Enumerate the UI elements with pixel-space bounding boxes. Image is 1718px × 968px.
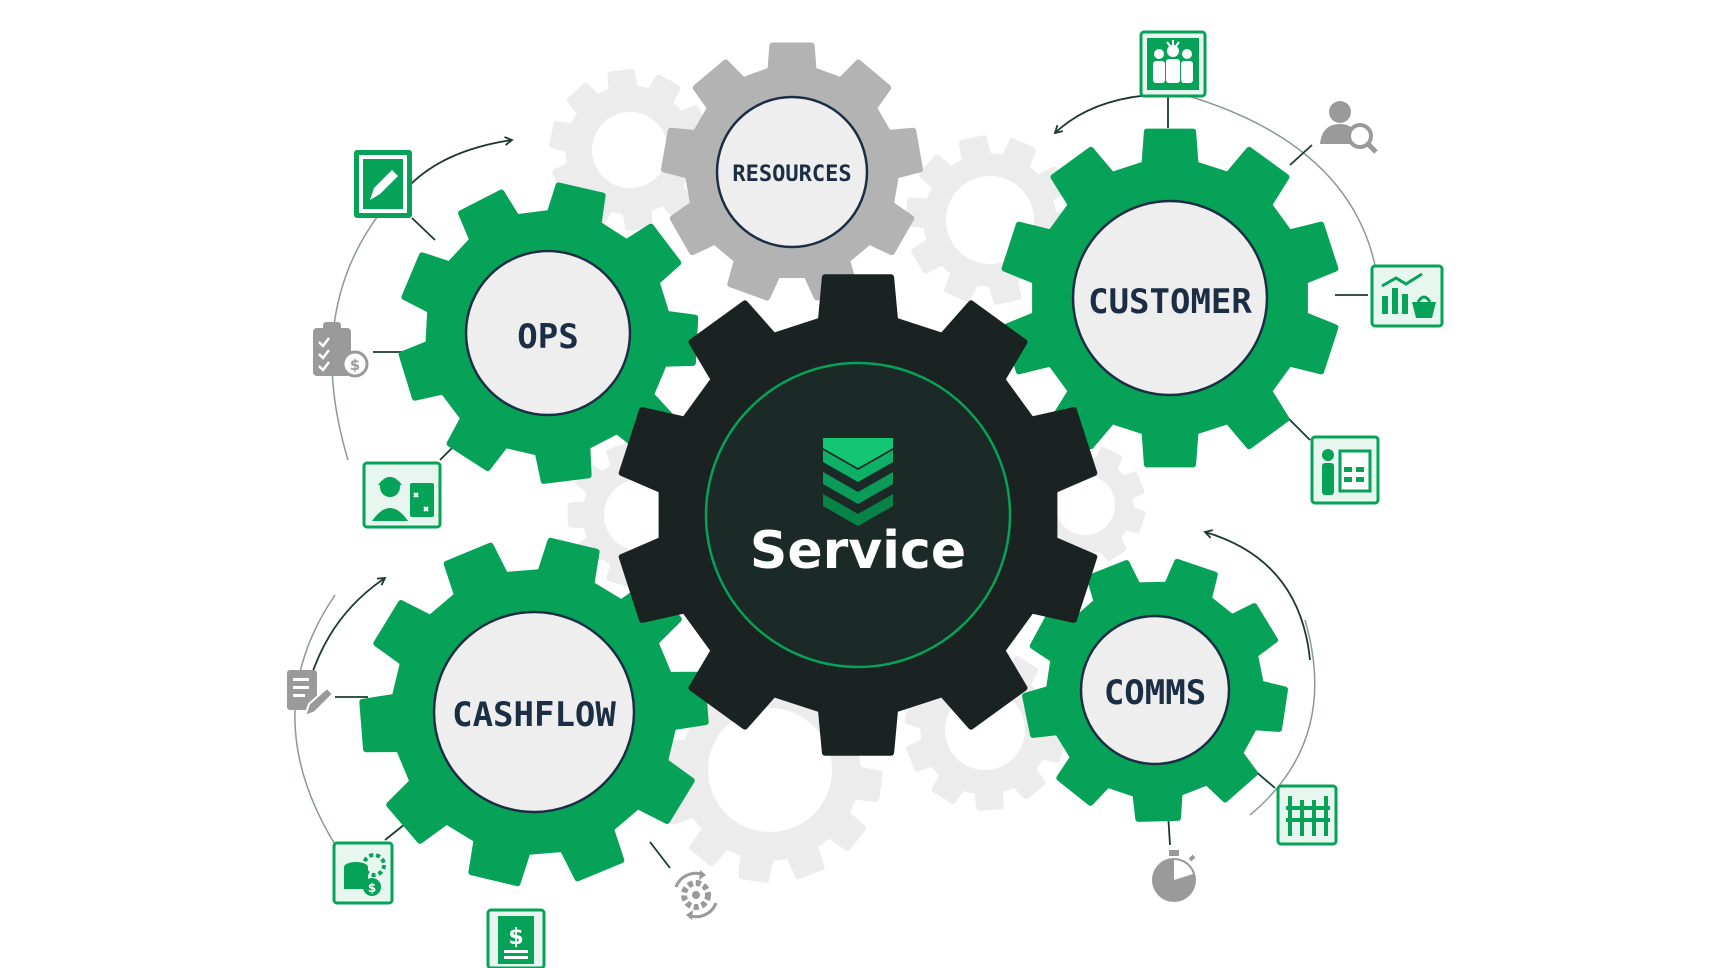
scaffold-icon <box>1276 784 1338 846</box>
background-gear <box>549 69 711 231</box>
team-icon <box>1139 30 1207 98</box>
gear-ops <box>398 182 699 484</box>
checklist-dollar-icon: $ <box>313 322 369 378</box>
analytics-basket-icon <box>1370 264 1444 328</box>
arrow-arcs <box>309 94 1311 681</box>
settings-cycle-icon <box>674 870 718 920</box>
gear-label-ops: OPS <box>517 317 578 357</box>
gear-label-resources: RESOURCES <box>732 162 851 187</box>
svg-text:$: $ <box>368 881 376 895</box>
gear-label-customer: CUSTOMER <box>1088 282 1252 322</box>
gear-cashflow <box>359 537 709 887</box>
connector-lines <box>294 94 1381 861</box>
gear-resources <box>661 42 923 301</box>
gear-label-comms: COMMS <box>1104 673 1206 713</box>
center-label: Service <box>750 521 966 581</box>
document-edit-icon <box>287 670 335 718</box>
stopwatch-icon <box>1152 850 1196 902</box>
presenter-schedule-icon <box>1310 435 1380 505</box>
pen-edit-icon <box>354 150 412 218</box>
svg-text:$: $ <box>350 356 360 374</box>
chevron-stack-logo <box>823 438 893 526</box>
user-search-icon <box>1320 101 1378 154</box>
gear-comms <box>1022 558 1288 822</box>
svg-text:$: $ <box>508 925 523 950</box>
coins-gear-icon: $ <box>332 841 394 905</box>
invoice-dollar-icon: $ <box>486 908 546 968</box>
engineer-plan-icon <box>362 461 442 529</box>
gear-customer <box>1001 128 1339 468</box>
gear-label-cashflow: CASHFLOW <box>452 695 616 735</box>
